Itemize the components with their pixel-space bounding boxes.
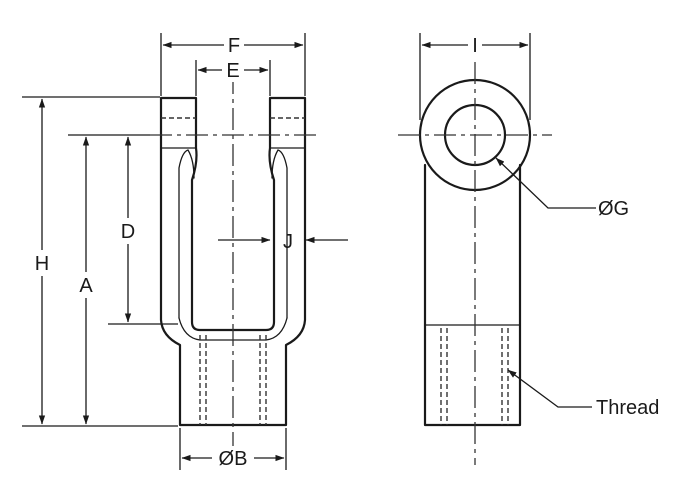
- front-view: [150, 72, 316, 465]
- label-B: ØB: [219, 448, 248, 470]
- label-D: D: [121, 221, 135, 243]
- extension-lines: [22, 33, 531, 470]
- side-view: [398, 62, 552, 465]
- clevis-outline: [159, 96, 307, 427]
- label-I: I: [472, 35, 478, 57]
- label-G: ØG: [598, 198, 629, 220]
- slot-inner-contour: [178, 149, 195, 319]
- label-H: H: [35, 253, 49, 275]
- leader-thread: [507, 369, 592, 408]
- label-thread: Thread: [596, 397, 659, 419]
- label-J: J: [283, 231, 293, 253]
- label-E: E: [226, 60, 239, 82]
- label-A: A: [79, 275, 93, 297]
- label-F: F: [228, 35, 240, 57]
- side-body-outline: [423, 163, 522, 427]
- leader-G: [495, 157, 596, 209]
